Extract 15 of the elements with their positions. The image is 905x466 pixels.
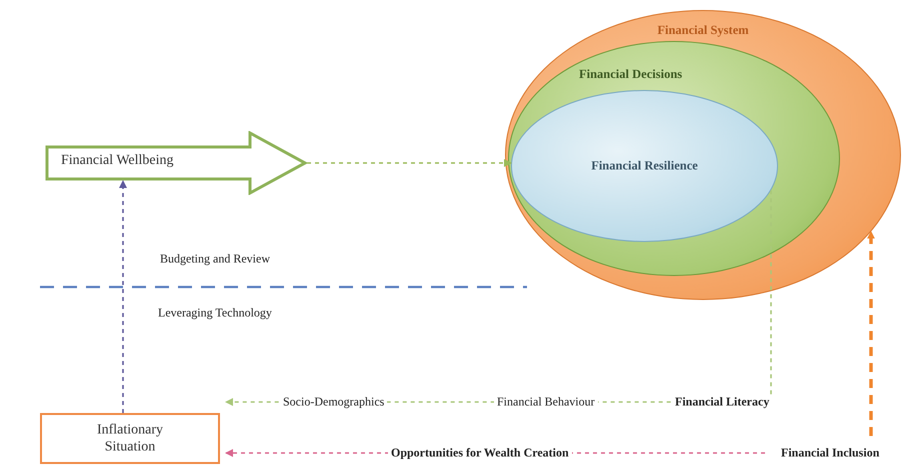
block-arrow-shape	[45, 131, 307, 195]
arrow	[119, 180, 127, 413]
arrow	[307, 159, 512, 167]
text-label: Socio-Demographics	[280, 394, 388, 410]
node-label: Financial System	[657, 23, 749, 38]
node-label: Financial Wellbeing	[61, 153, 174, 169]
situation-box	[40, 413, 220, 464]
text-label: Opportunities for Wealth Creation	[388, 446, 572, 460]
node-label: Financial Decisions	[579, 67, 682, 82]
node-label: Financial Resilience	[591, 158, 698, 174]
text-label: Budgeting and Review	[157, 252, 273, 266]
text-label: Financial Literacy	[672, 394, 772, 410]
text-label: Leveraging Technology	[155, 306, 275, 320]
arrow	[867, 230, 875, 436]
node-label: Inflationary Situation	[96, 421, 164, 456]
